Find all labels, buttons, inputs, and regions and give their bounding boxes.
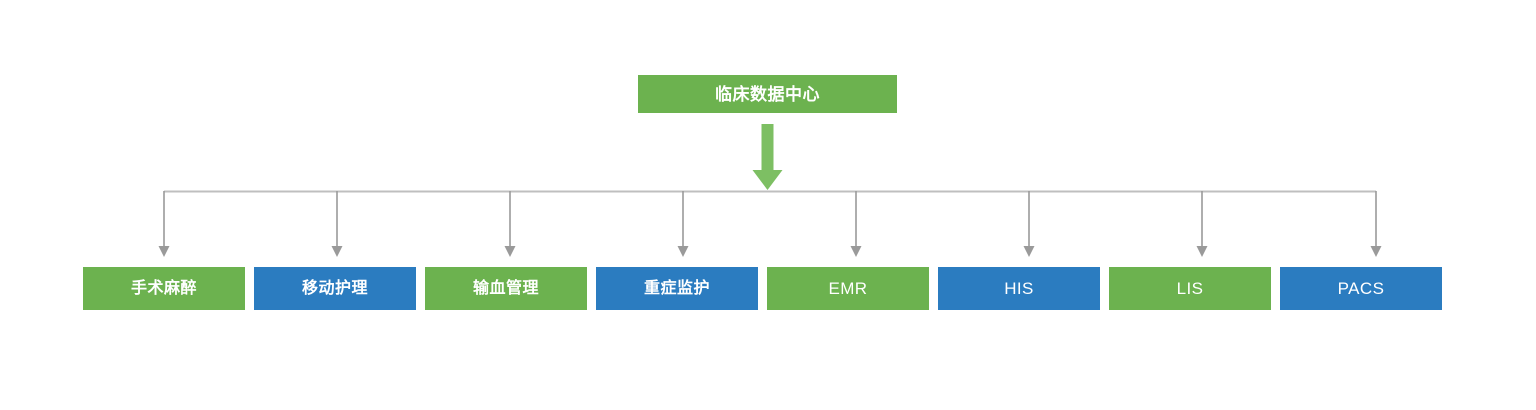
leaf-node-label: 移动护理 — [301, 279, 368, 297]
leaf-node-lis[interactable]: LIS — [1109, 267, 1271, 310]
root-node-label: 临床数据中心 — [715, 84, 820, 104]
leaf-node-label: PACS — [1337, 279, 1385, 298]
leaf-node-row: 手术麻醉 移动护理 输血管理 重症监护 EMR HIS LIS PACS — [83, 267, 1453, 310]
leaf-node-mobile-nursing[interactable]: 移动护理 — [254, 267, 416, 310]
leaf-node-label: HIS — [1004, 279, 1034, 298]
leaf-node-label: EMR — [828, 279, 868, 298]
leaf-node-critical-care-monitoring[interactable]: 重症监护 — [596, 267, 758, 310]
leaf-node-emr[interactable]: EMR — [767, 267, 929, 310]
leaf-node-label: 手术麻醉 — [130, 279, 197, 297]
root-node-clinical-data-center[interactable]: 临床数据中心 — [638, 75, 897, 113]
leaf-node-blood-transfusion-management[interactable]: 输血管理 — [425, 267, 587, 310]
leaf-node-pacs[interactable]: PACS — [1280, 267, 1442, 310]
leaf-node-surgical-anesthesia[interactable]: 手术麻醉 — [83, 267, 245, 310]
leaf-node-label: LIS — [1176, 279, 1204, 298]
leaf-node-his[interactable]: HIS — [938, 267, 1100, 310]
leaf-node-label: 输血管理 — [472, 279, 539, 297]
connector-tree — [0, 180, 1536, 270]
down-arrow-icon — [752, 124, 783, 192]
leaf-node-label: 重症监护 — [643, 279, 710, 297]
